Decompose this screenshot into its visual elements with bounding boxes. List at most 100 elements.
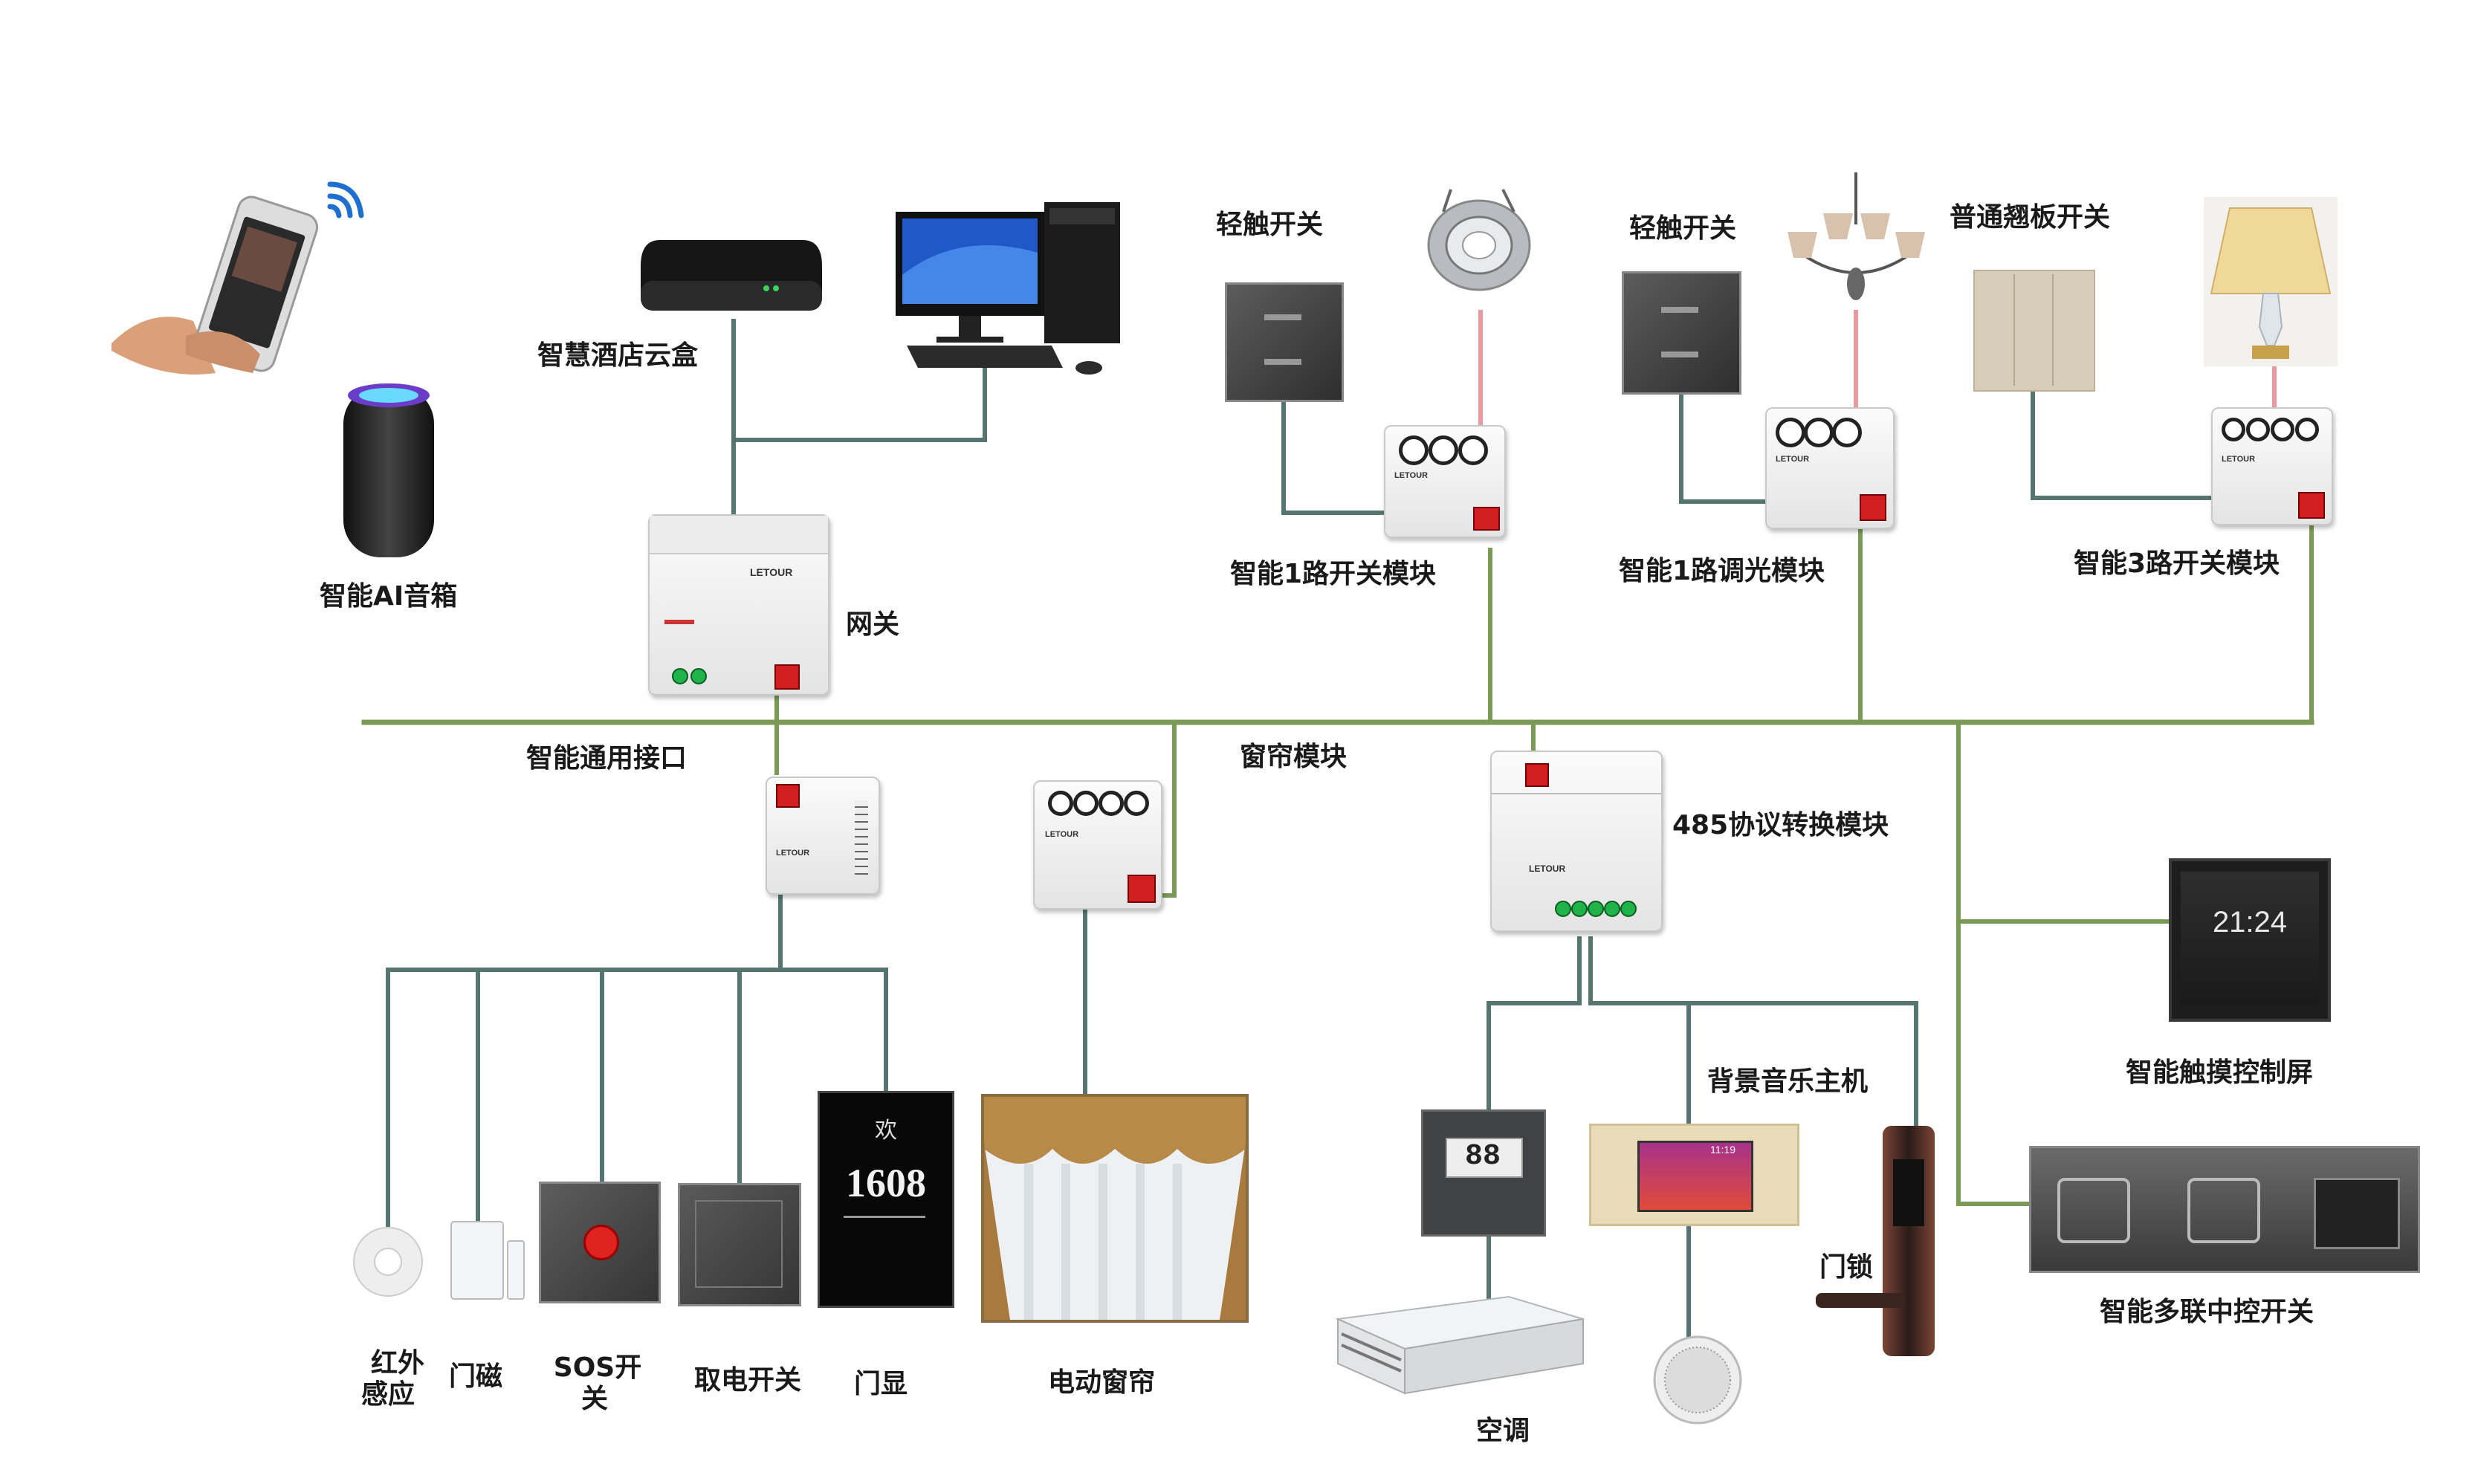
terminal — [1832, 418, 1862, 447]
card-switch-icon[interactable] — [678, 1183, 801, 1306]
gateway-red-terminal — [774, 664, 800, 690]
thermostat-display: 88 — [1464, 1140, 1501, 1173]
wire-computer — [731, 360, 987, 442]
terminal — [1073, 791, 1099, 816]
red-terminal — [776, 784, 800, 808]
door-lock[interactable] — [1816, 1126, 1935, 1356]
red-terminal — [1860, 494, 1886, 521]
chandelier-icon — [1788, 172, 1925, 310]
wire-tact1 — [1281, 399, 1392, 515]
terminal — [1399, 435, 1429, 465]
label-module-1ch-dimmer: 智能1路调光模块 — [1619, 556, 1825, 586]
label-rocker-switch: 普通翘板开关 — [1950, 202, 2111, 233]
terminal — [2295, 418, 2319, 441]
wire-tact2 — [1679, 389, 1775, 504]
label-curtain-module: 窗帘模块 — [1240, 742, 1348, 772]
label-cloud-box: 智慧酒店云盒 — [537, 340, 699, 371]
rs485-module: LETOUR — [1490, 751, 1663, 932]
smartphone-icon — [104, 195, 327, 380]
music-host-panel[interactable]: 11:19 — [1589, 1124, 1799, 1226]
label-door-lock: 门锁 — [1819, 1252, 1874, 1283]
red-terminal — [1128, 875, 1156, 903]
switch-module-1ch: LETOUR — [1384, 425, 1506, 538]
bus-drop-curtain — [1161, 720, 1177, 898]
table-lamp-icon — [2204, 197, 2338, 366]
label-ai-speaker: 智能AI音箱 — [320, 581, 458, 612]
label-door-display: 门显 — [853, 1369, 908, 1399]
ceiling-speaker-icon — [1652, 1334, 1744, 1427]
label-tact-switch-2: 轻触开关 — [1629, 213, 1737, 244]
switch-module-3ch: LETOUR — [2211, 407, 2333, 525]
rocker-switch-panel — [1973, 270, 2095, 392]
module-brand: LETOUR — [2222, 455, 2256, 464]
terminal — [1458, 435, 1488, 465]
computer-icon — [892, 201, 1152, 383]
generic-interface-module: LETOUR — [766, 777, 880, 895]
label-pir-line2: 感应 — [360, 1379, 415, 1410]
touch-control-screen[interactable]: 21:24 — [2169, 858, 2331, 1022]
pir-sensor-icon — [351, 1225, 425, 1299]
gateway-device: LETOUR — [648, 514, 829, 696]
label-motorized-curtain: 电动窗帘 — [1047, 1367, 1156, 1398]
terminal — [1776, 418, 1805, 447]
label-tact-switch-1: 轻触开关 — [1216, 210, 1324, 240]
terminal-green — [1571, 901, 1588, 917]
terminal — [1048, 791, 1073, 816]
terminal — [1124, 791, 1149, 816]
label-generic-interface: 智能通用接口 — [526, 743, 688, 774]
module-brand: LETOUR — [1394, 471, 1429, 480]
label-module-1ch-switch: 智能1路开关模块 — [1230, 559, 1437, 589]
tact-switch-panel-2 — [1622, 271, 1741, 395]
label-sos-line2: 关 — [580, 1384, 609, 1414]
door-display-panel: 欢 1608 — [818, 1091, 954, 1308]
module-brand: LETOUR — [1529, 863, 1566, 874]
door-number: 1608 — [846, 1161, 926, 1205]
label-module-3ch-switch: 智能3路开关模块 — [2074, 548, 2280, 579]
dimmer-module-1ch: LETOUR — [1765, 407, 1895, 529]
terminal — [2271, 418, 2294, 441]
wire-485-tree — [1487, 936, 1918, 1340]
module-brand: LETOUR — [776, 849, 810, 858]
terminal-green — [1588, 901, 1604, 917]
red-terminal — [1473, 507, 1500, 531]
screen-time: 21:24 — [2212, 906, 2288, 939]
curtain-window — [981, 1094, 1249, 1323]
label-pir-line1: 红外 — [370, 1348, 425, 1378]
red-terminal — [2298, 492, 2325, 519]
terminal — [1804, 418, 1834, 447]
module-brand: LETOUR — [1776, 455, 1810, 464]
router-icon — [638, 236, 825, 314]
wire-rocker — [2031, 384, 2217, 500]
terminal — [2222, 418, 2245, 441]
wifi-icon — [324, 169, 376, 221]
bus-drop-screen — [1956, 720, 2031, 1206]
door-welcome: 欢 — [875, 1118, 897, 1144]
terminal — [1099, 791, 1124, 816]
music-time: 11:19 — [1710, 1144, 1735, 1156]
terminal-green — [1620, 901, 1637, 917]
label-gateway: 网关 — [846, 609, 900, 640]
label-multi-switch: 智能多联中控开关 — [2100, 1297, 2314, 1327]
thermostat-panel[interactable]: 88 — [1421, 1109, 1546, 1237]
speaker-icon — [340, 379, 437, 561]
terminal-green — [1604, 901, 1620, 917]
label-air-conditioner: 空调 — [1475, 1416, 1530, 1446]
curtain-module: LETOUR — [1033, 780, 1162, 910]
ac-unit-icon — [1330, 1289, 1587, 1401]
wire-interface-tree — [386, 893, 888, 1227]
gateway-terminal-1 — [672, 668, 688, 684]
terminal — [2246, 418, 2270, 441]
sos-button-icon[interactable] — [539, 1182, 661, 1303]
tact-switch-panel-1 — [1225, 282, 1344, 402]
module-brand: LETOUR — [1045, 830, 1079, 839]
label-bg-music-host: 背景音乐主机 — [1707, 1066, 1869, 1097]
terminal — [1429, 435, 1458, 465]
red-terminal — [1525, 763, 1549, 787]
gateway-brand: LETOUR — [750, 566, 793, 578]
label-rs485-module: 485协议转换模块 — [1672, 810, 1889, 840]
label-touch-screen: 智能触摸控制屏 — [2126, 1057, 2314, 1088]
multi-gang-switch[interactable] — [2029, 1146, 2420, 1273]
door-sensor-icon — [450, 1219, 528, 1302]
label-door-sensor: 门磁 — [448, 1361, 503, 1392]
